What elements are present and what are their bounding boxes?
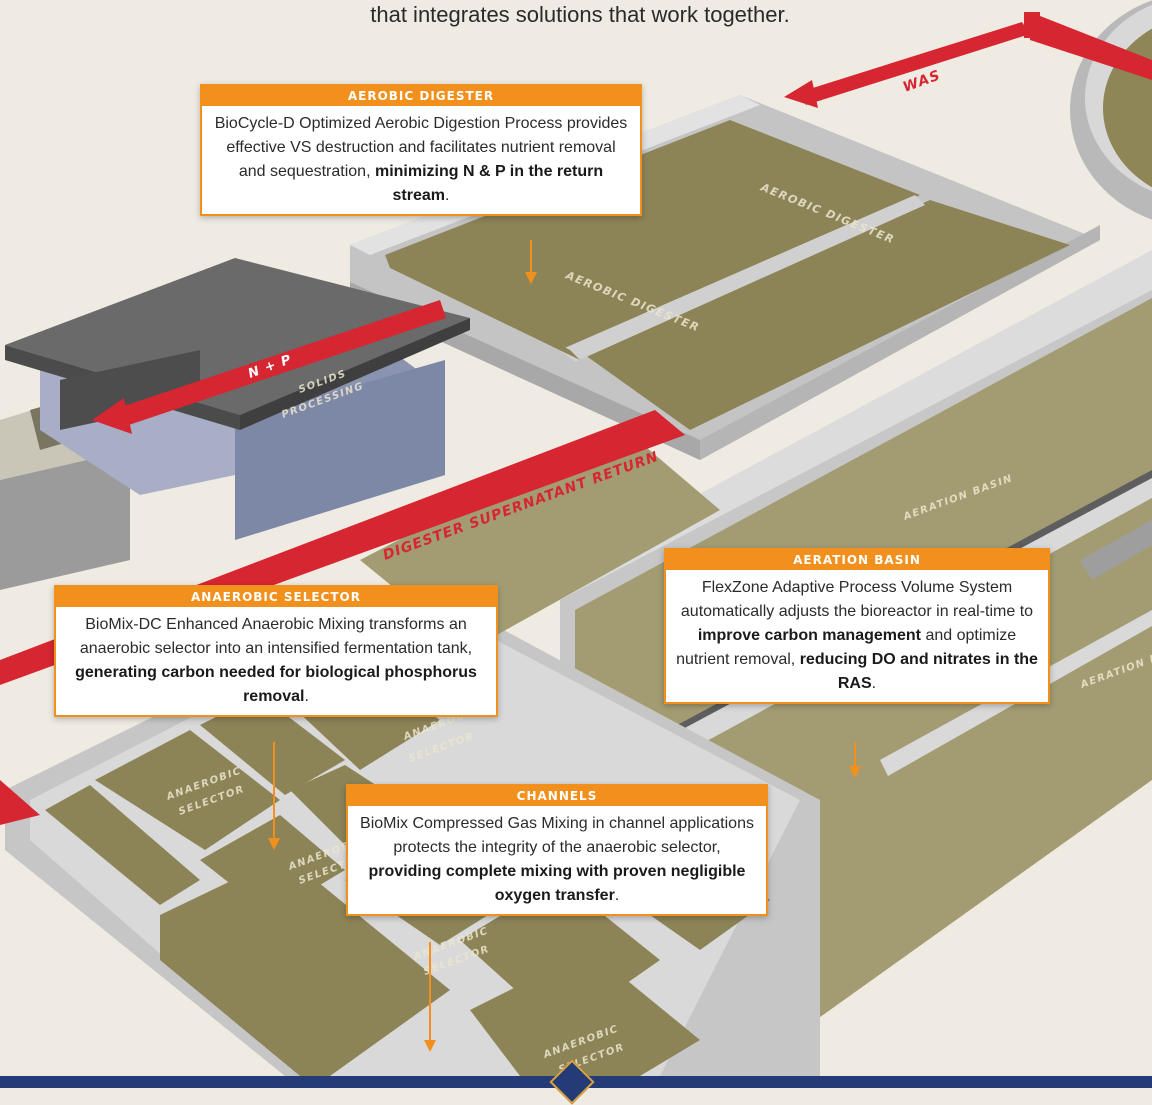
callout-tail: . <box>871 675 877 692</box>
callout-bold-text: generating carbon needed for biological … <box>75 664 477 705</box>
solids-processing-building <box>0 258 470 590</box>
callout-aerobic-digester: AEROBIC DIGESTER BioCycle-D Optimized Ae… <box>200 84 642 216</box>
callout-text: FlexZone Adaptive Process Volume System … <box>680 579 1034 620</box>
callout-tail: . <box>304 688 309 705</box>
callout-bold-text: providing complete mixing with proven ne… <box>368 863 746 904</box>
callout-body: BioMix-DC Enhanced Anaerobic Mixing tran… <box>56 607 496 715</box>
callout-tail: . <box>614 887 620 904</box>
callout-text: BioMix-DC Enhanced Anaerobic Mixing tran… <box>79 616 473 657</box>
callout-anaerobic-selector: ANAEROBIC SELECTOR BioMix-DC Enhanced An… <box>54 585 498 717</box>
callout-text: BioCycle-D Optimized Aerobic Digestion P… <box>214 115 628 180</box>
callout-text-2: and optimize nutrient removal, <box>676 627 1017 668</box>
callout-bold-text: minimizing N & P in the return stream <box>374 163 604 204</box>
callout-text: BioMix Compressed Gas Mixing in channel … <box>360 815 754 856</box>
callout-title: AEROBIC DIGESTER <box>202 86 640 106</box>
callout-aeration-basin: AERATION BASIN FlexZone Adaptive Process… <box>664 548 1050 704</box>
callout-title: ANAEROBIC SELECTOR <box>56 587 496 607</box>
callout-title: AERATION BASIN <box>666 550 1048 570</box>
intro-text: that integrates solutions that work toge… <box>370 2 790 27</box>
callout-tail: . <box>445 187 450 204</box>
callout-body: BioCycle-D Optimized Aerobic Digestion P… <box>202 106 640 214</box>
callout-body: BioMix Compressed Gas Mixing in channel … <box>348 806 766 914</box>
callout-channels: CHANNELS BioMix Compressed Gas Mixing in… <box>346 784 768 916</box>
callout-title: CHANNELS <box>348 786 766 806</box>
callout-bold-text-2: reducing DO and nitrates in the RAS <box>799 651 1038 692</box>
callout-body: FlexZone Adaptive Process Volume System … <box>666 570 1048 702</box>
callout-bold-text: improve carbon management <box>697 627 921 644</box>
leader-lines <box>268 240 861 1052</box>
